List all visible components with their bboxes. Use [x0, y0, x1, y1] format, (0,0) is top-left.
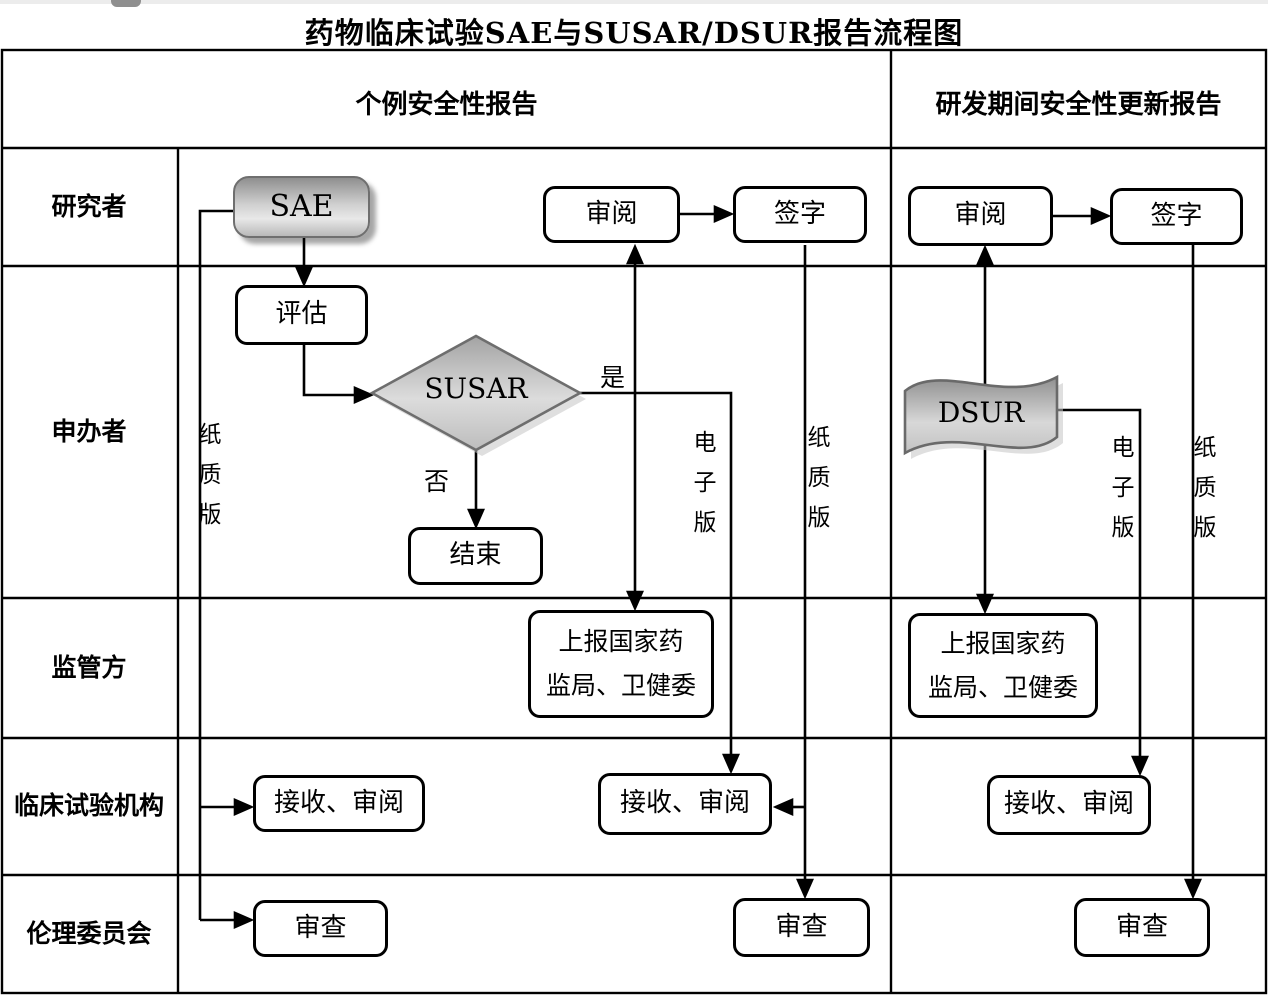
lane-institution: 临床试验机构 [13, 791, 164, 820]
node-examine-mid: 审查 [733, 898, 870, 957]
label-paper-version-right: 纸质版 [1193, 435, 1217, 541]
dsur-wave-shape [903, 374, 1063, 459]
flow-connectors [198, 205, 1202, 929]
node-receive-review-right: 接收、审阅 [987, 775, 1151, 835]
node-assess: 评估 [235, 285, 368, 345]
node-report-authorities-left: 上报国家药 监局、卫健委 [528, 610, 714, 718]
label-yes: 是 [600, 363, 626, 392]
node-review-right: 审阅 [908, 186, 1053, 246]
node-examine-left: 审查 [253, 900, 388, 957]
node-sae: SAE [233, 176, 370, 238]
report-line2: 监局、卫健委 [927, 672, 1078, 702]
node-end: 结束 [408, 527, 543, 585]
label-no: 否 [424, 467, 450, 496]
node-receive-review-mid: 接收、审阅 [598, 773, 772, 835]
label-electronic-version-left: 电子版 [693, 430, 717, 536]
susar-decision-diamond [369, 334, 586, 456]
page-title: 药物临床试验SAE与SUSAR/DSUR报告流程图 [304, 16, 964, 50]
susar-diamond-label: SUSAR [424, 372, 528, 405]
label-paper-version-sae: 纸质版 [198, 422, 222, 528]
label-paper-version-left: 纸质版 [807, 425, 831, 531]
lane-ethics: 伦理委员会 [26, 919, 152, 948]
node-sign-left: 签字 [733, 186, 867, 243]
header-individual-case-safety-report: 个例安全性报告 [355, 90, 538, 120]
node-report-authorities-right: 上报国家药 监局、卫健委 [908, 613, 1098, 718]
lane-sponsor: 申办者 [51, 417, 127, 446]
dsur-shape-label: DSUR [937, 396, 1025, 429]
header-development-safety-update-report: 研发期间安全性更新报告 [935, 90, 1222, 120]
top-edge-strip [0, 0, 1268, 4]
report-line2: 监局、卫健委 [545, 671, 696, 700]
label-electronic-version-right: 电子版 [1111, 435, 1135, 541]
node-receive-review-left: 接收、审阅 [253, 775, 425, 832]
node-review-left: 审阅 [543, 186, 680, 243]
node-sign-right: 签字 [1110, 188, 1243, 245]
report-line1: 上报国家药 [558, 627, 684, 657]
report-line1: 上报国家药 [940, 628, 1066, 658]
node-examine-right: 审查 [1074, 898, 1210, 957]
lane-researcher: 研究者 [51, 192, 127, 221]
swimlane-grid [0, 48, 1268, 995]
scrollbar-thumb [111, 0, 141, 7]
lane-regulator: 监管方 [51, 653, 127, 682]
